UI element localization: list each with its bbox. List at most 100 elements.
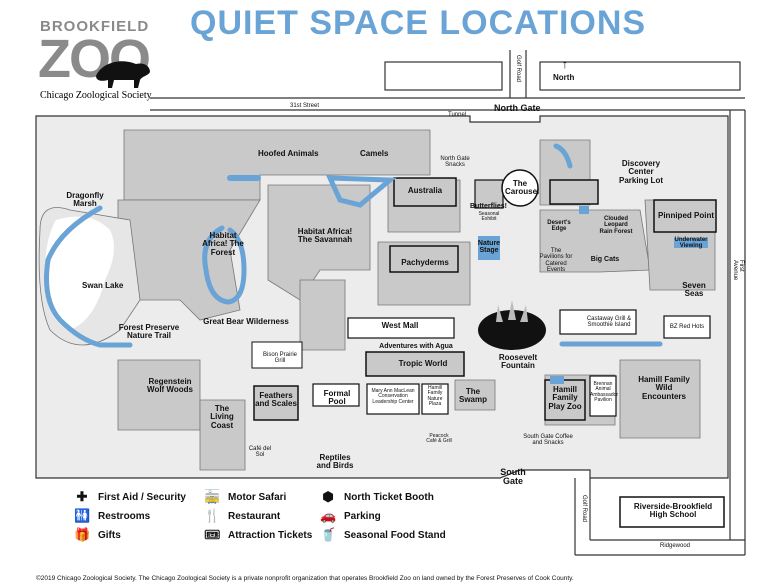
label-hoofed-animals: Hoofed Animals [258, 149, 319, 158]
seasonal-food-icon: 🥤 [320, 527, 337, 542]
pinniped-building [653, 199, 717, 233]
label-pachyderms: Pachyderms [401, 258, 449, 267]
restrooms-icon: 🚻 [74, 508, 91, 523]
quiet-nature-stage [478, 236, 500, 260]
pachyderms-building [389, 245, 459, 273]
legend-label: Restrooms [98, 510, 151, 522]
label-nature-stage: Nature Stage [477, 240, 501, 255]
motor-safari-icon: 🚋 [204, 489, 221, 504]
label-cafe-del-sol: Café del Sol [248, 446, 272, 459]
legend-label: North Ticket Booth [344, 491, 434, 503]
attraction-tickets-icon: 🎟 [204, 527, 221, 542]
label-butterflies-note: Seasonal Exhibit [478, 211, 500, 223]
carousel-adjacent-building [549, 179, 599, 205]
quiet-forest-preserve-trail [44, 205, 133, 348]
feathers-scales-building [253, 385, 299, 421]
brennan-pavilion [589, 375, 617, 417]
label-great-bear: Great Bear Wilderness [203, 317, 289, 326]
quiet-underwater-viewing [674, 238, 708, 248]
bison-logo-icon [96, 61, 150, 88]
label-north-gate: North Gate [494, 103, 541, 113]
label-hamill-wild: Hamill Family Wild Encounters [638, 375, 690, 401]
swan-lake-water [44, 216, 114, 330]
wild-encounters-zone [619, 359, 701, 439]
legend-label: Restaurant [228, 510, 281, 522]
label-deserts-edge: Desert's Edge [547, 220, 571, 233]
label-bison-prairie: Bison Prairie Grill [262, 352, 297, 365]
formal-pool-area [312, 383, 360, 407]
label-feathers: Feathers and Scales [255, 391, 297, 409]
logo-subtitle: Chicago Zoological Society [40, 90, 152, 101]
bz-red-hots [663, 315, 711, 339]
legend-label: Gifts [98, 529, 121, 541]
label-pinniped-point: Pinniped Point [658, 211, 714, 220]
north-ticket-booth-icon: ⬢ [322, 489, 334, 504]
label-south-gate-coffee: South Gate Coffee and Snacks [523, 434, 573, 447]
legend-label: Motor Safari [228, 491, 287, 503]
street-first-avenue: First Avenue [732, 260, 744, 281]
street-golf-road: Golf Road [515, 55, 521, 83]
north-label: North [553, 73, 575, 82]
legend-label: Parking [344, 510, 381, 522]
copyright-footer: ©2019 Chicago Zoological Society. The Ch… [36, 575, 574, 582]
west-mall-area [347, 317, 455, 339]
play-zoo-building [544, 379, 586, 421]
australia-building [393, 177, 457, 207]
swamp-zone [454, 379, 496, 411]
carousel-circle [501, 169, 539, 207]
mary-ann-center [366, 383, 420, 415]
first-aid-icon: ✚ [76, 489, 88, 504]
fountain-spray [496, 300, 528, 322]
legend-restaurant: 🍴 Restaurant [204, 508, 280, 524]
label-hamill-play: Hamill Family Play Zoo [548, 385, 582, 411]
label-discovery-center: Discovery Center Parking Lot [618, 159, 663, 185]
label-dragonfly-marsh: Dragonfly Marsh [66, 191, 104, 209]
label-brennan: Brennan Animal Ambassador Pavilion [590, 381, 619, 403]
label-peacock: Peacock Café & Grill [426, 433, 452, 445]
label-seven-seas: Seven Seas [682, 281, 706, 299]
gifts-icon: 🎁 [74, 527, 91, 542]
label-south-gate: South Gate [500, 467, 526, 487]
label-bz-red-hots: BZ Red Hots [669, 324, 705, 330]
legend-north-ticket-booth: ⬢ North Ticket Booth [320, 489, 434, 505]
legend-label: First Aid / Security [98, 491, 186, 503]
tropic-world-building [365, 351, 465, 377]
page-title: QUIET SPACE LOCATIONS [190, 4, 647, 42]
legend-motor-safari: 🚋 Motor Safari [204, 489, 286, 505]
label-butterflies: Butterflies! [470, 203, 507, 210]
quiet-deserts-edge [579, 206, 589, 214]
savannah-zone [267, 184, 371, 301]
label-regenstein: Regenstein Wolf Woods [147, 377, 193, 395]
label-habitat-forest: Habitat Africa! The Forest [202, 231, 244, 257]
label-mary-ann: Mary Ann MacLean Conservation Leadership… [371, 388, 415, 405]
living-coast-zone [199, 399, 246, 471]
roosevelt-fountain-basin [478, 310, 546, 350]
label-swan-lake: Swan Lake [82, 281, 124, 290]
quiet-spaces [44, 143, 663, 348]
north-arrow-icon: ↑ [562, 57, 568, 71]
parking-icon: 🚗 [320, 508, 337, 523]
legend-restrooms: 🚻 Restrooms [74, 508, 150, 524]
label-tropic-world: Tropic World [398, 359, 448, 368]
label-camels: Camels [360, 149, 389, 158]
label-tunnel: Tunnel [448, 112, 467, 118]
label-living-coast: The Living Coast [210, 404, 234, 430]
legend-gifts: 🎁 Gifts [74, 527, 121, 543]
label-roosevelt: Roosevelt Fountain [498, 353, 538, 371]
logo-top-text: BROOKFIELD [40, 18, 150, 35]
label-underwater-viewing: Underwater Viewing [674, 237, 708, 250]
label-clouded-leopard: Clouded Leopard Rain Forest [599, 216, 633, 235]
label-pavilions: The Pavilions for Catered Events [539, 248, 573, 273]
street-golf-road-bottom: Golf Road [581, 495, 587, 523]
bear-zone [299, 279, 346, 351]
label-west-mall: West Mall [381, 321, 419, 330]
label-riverside: Riverside-Brookfield High School [633, 502, 713, 520]
label-castaway: Castaway Grill & Smoothie Island [586, 316, 632, 329]
legend-attraction-tickets: 🎟 Attraction Tickets [204, 527, 312, 543]
label-north-gate-snacks: North Gate Snacks [440, 156, 470, 169]
legend-label: Seasonal Food Stand [344, 529, 446, 541]
quiet-habitat-forest [202, 225, 247, 305]
label-carousel: The Carousel [505, 179, 540, 197]
legend-label: Attraction Tickets [228, 529, 313, 541]
